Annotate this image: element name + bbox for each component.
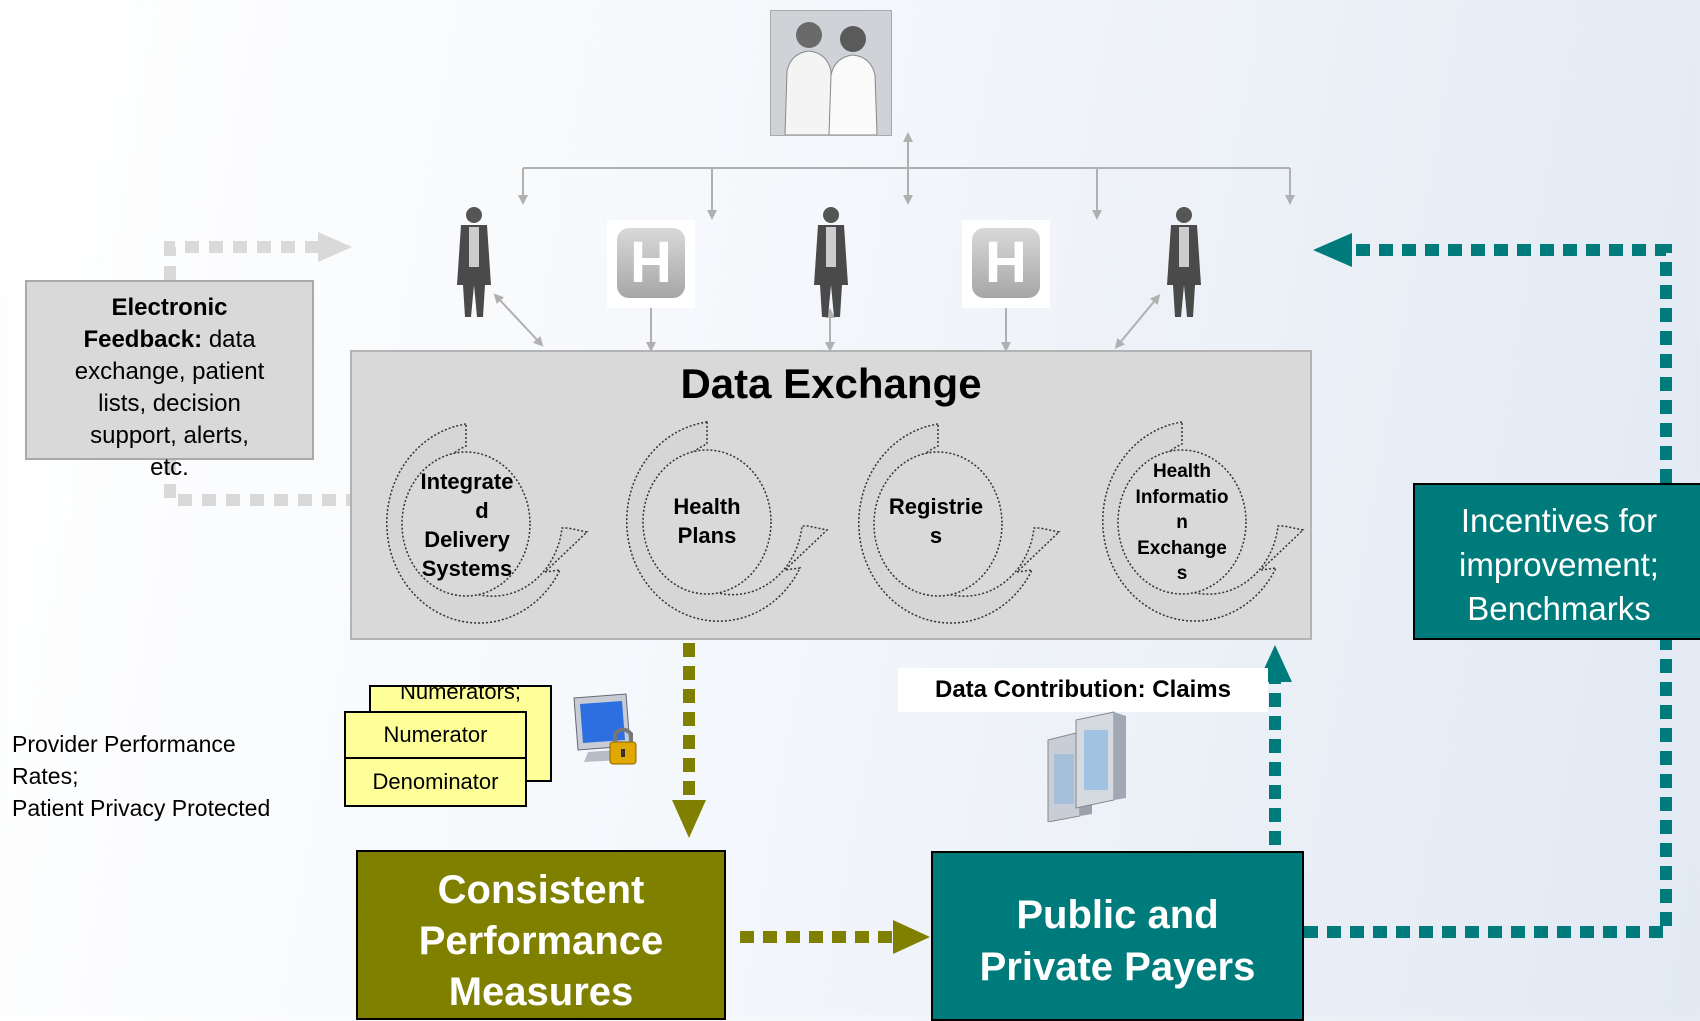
numerator-card: Numerator	[344, 711, 527, 759]
electronic-feedback-box: Electronic Feedback: data exchange, pati…	[25, 280, 314, 481]
doctor-icon	[455, 205, 493, 320]
server-icon	[1040, 710, 1130, 823]
data-exchange-title: Data Exchange	[680, 360, 982, 407]
provider-arrows	[493, 293, 1161, 352]
data-contribution-claims-label: Data Contribution: Claims	[898, 668, 1268, 712]
feedback-title: Electronic Feedback:	[83, 294, 228, 353]
hospital-icon: H	[607, 220, 695, 308]
feedback-loop	[164, 241, 350, 506]
teal-dotted	[1269, 244, 1672, 938]
olive-dotted	[683, 643, 895, 943]
hospital-icon: H	[962, 220, 1050, 308]
distribution-tree	[518, 132, 1295, 220]
doctor-icon	[1165, 205, 1203, 320]
feedback-text: data exchange, patient lists, decision s…	[74, 326, 265, 481]
computer-lock-icon	[568, 692, 643, 772]
people-photo-icon	[770, 10, 892, 136]
doctor-icon	[812, 205, 850, 320]
denominator-card: Denominator	[344, 757, 527, 807]
